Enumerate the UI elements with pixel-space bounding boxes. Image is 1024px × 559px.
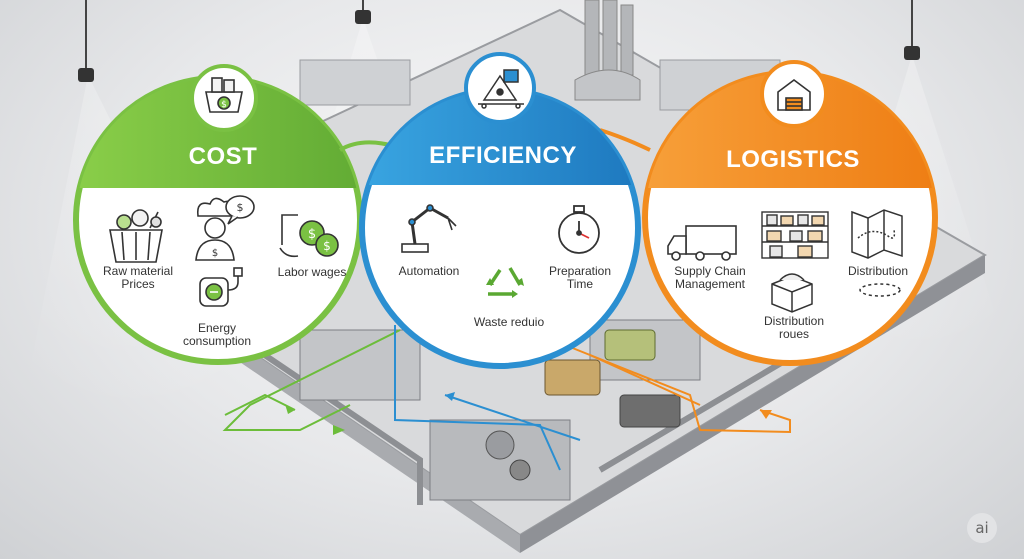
preparation-time-label: Preparation Time: [548, 264, 612, 291]
waste-reduction-label: Waste reduio: [473, 315, 545, 329]
svg-text:$: $: [323, 239, 331, 253]
food-basket-icon: [109, 209, 163, 263]
efficiency-title: EFFICIENCY: [429, 142, 577, 169]
energy-consumption-label: Energy consumption: [182, 321, 252, 348]
automation-label: Automation: [398, 264, 460, 278]
flow-arrows: [222, 325, 791, 471]
production-line-icon: [478, 69, 524, 109]
logistics-title: LOGISTICS: [726, 146, 860, 173]
raw-material-label: Raw material Prices: [102, 264, 174, 291]
cost-title: COST: [188, 143, 258, 170]
distribution-roues-label: Distribution roues: [763, 314, 825, 341]
distribution-label: Distribution: [847, 264, 909, 278]
energy-meter-icon: [199, 267, 243, 307]
money-hand-icon: $ $: [279, 214, 339, 258]
stopwatch-icon: [558, 205, 600, 254]
truck-icon: [667, 225, 737, 261]
svg-text:$: $: [237, 201, 244, 214]
money-basket-icon: $: [205, 77, 243, 113]
map-icon: [851, 209, 903, 297]
svg-text:$: $: [212, 248, 218, 259]
box-icon: [771, 273, 813, 313]
shelves-icon: [761, 211, 829, 259]
labor-wages-label: Labor wages: [277, 265, 347, 279]
svg-text:$: $: [308, 227, 316, 242]
warehouse-icon: [777, 79, 811, 111]
svg-text:$: $: [221, 100, 227, 110]
recycle-icon: [486, 267, 524, 298]
supply-chain-label: Supply Chain Management: [674, 264, 746, 291]
dollar-bubble-icon: $: [225, 195, 255, 225]
robot-arm-icon: [401, 204, 457, 253]
ai-badge: ai: [967, 513, 997, 543]
